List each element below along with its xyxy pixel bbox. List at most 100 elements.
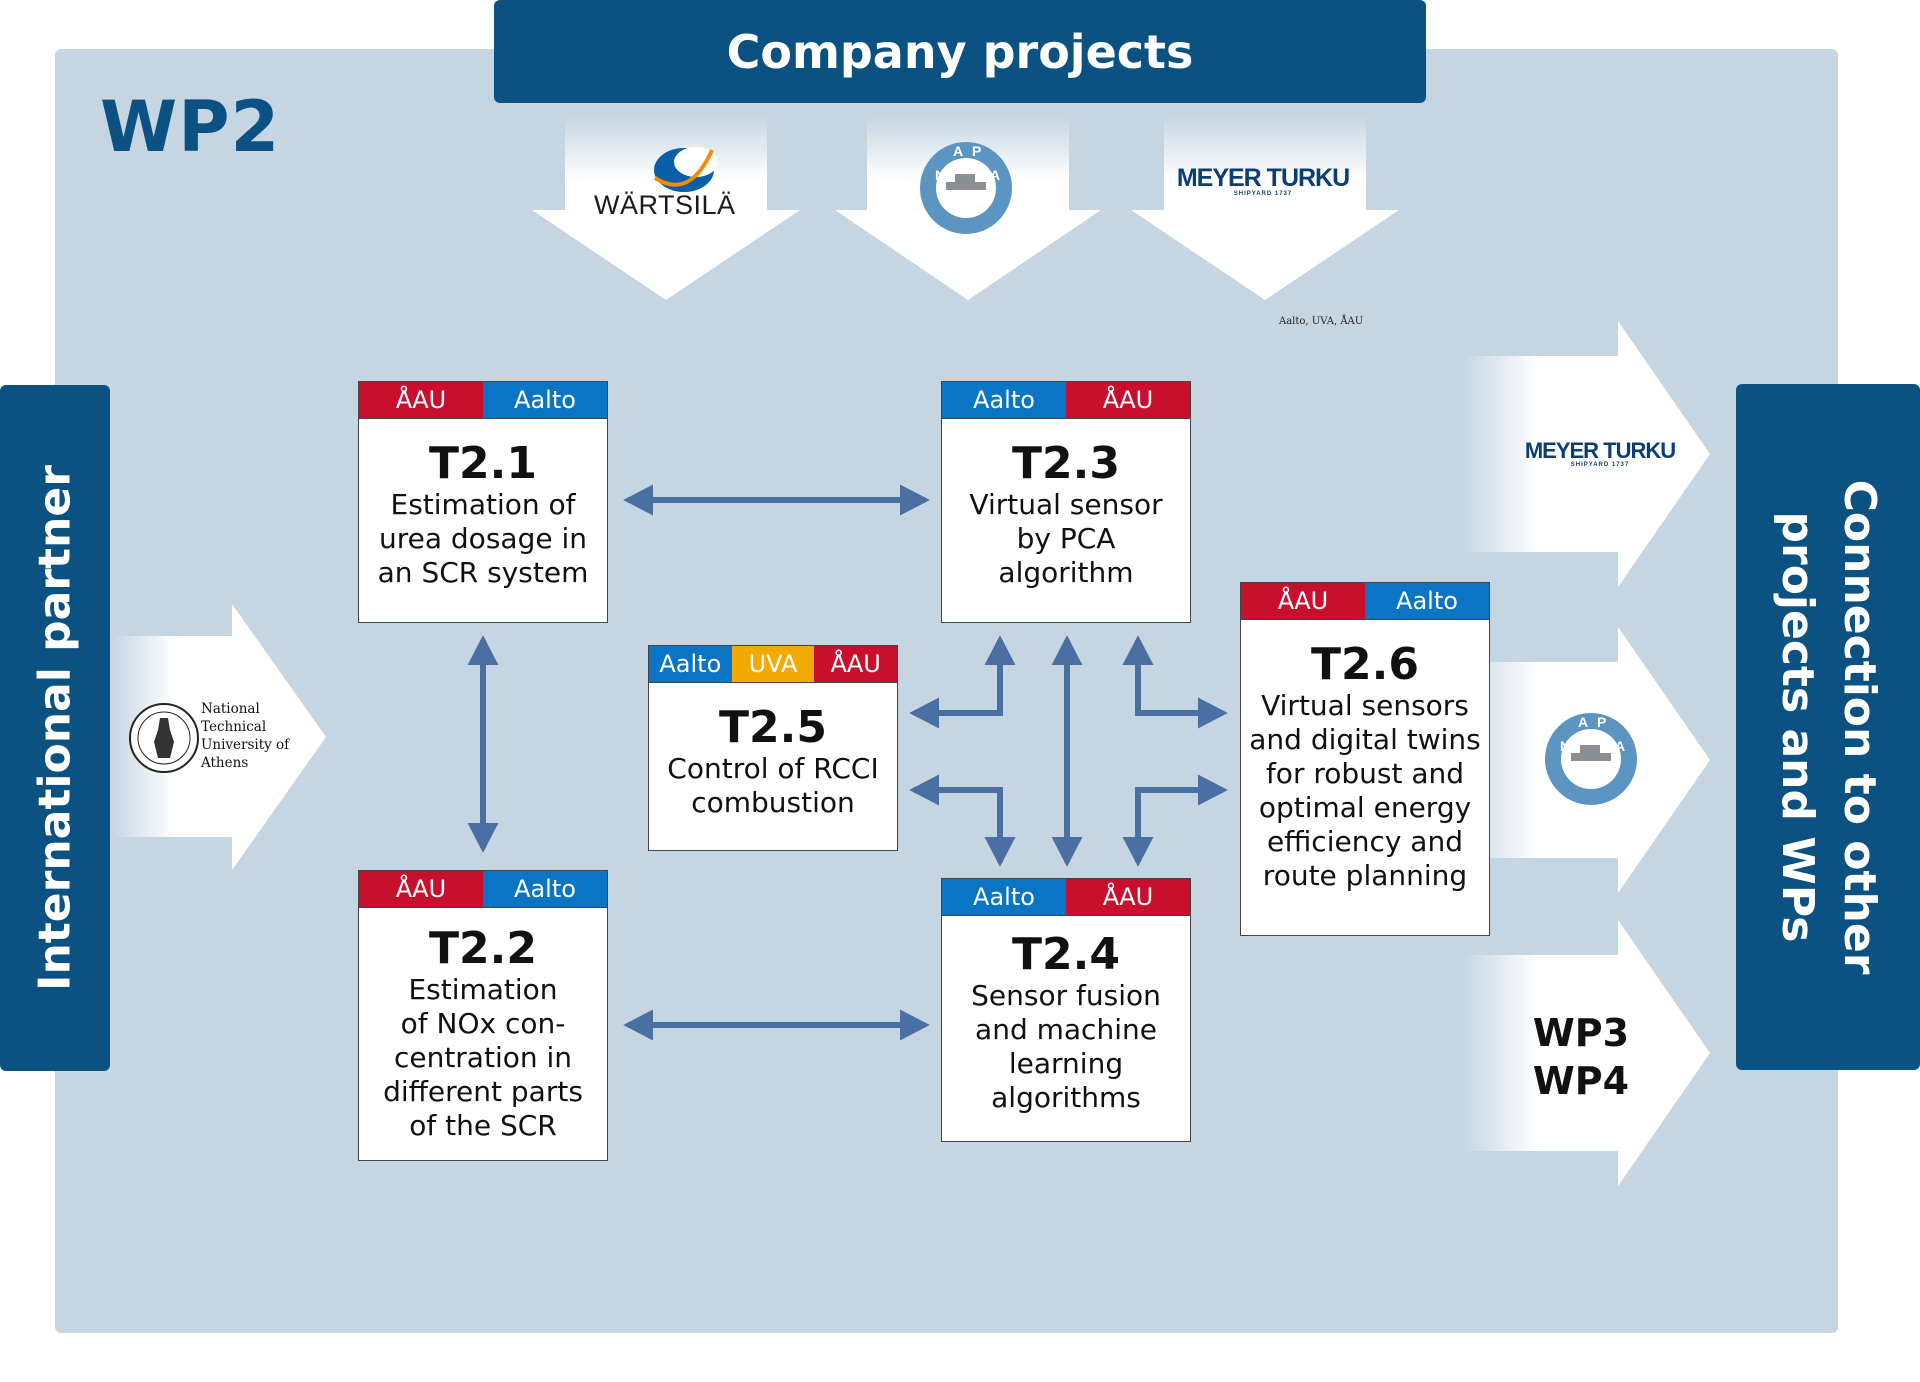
svg-text:A: A	[1578, 714, 1588, 730]
svg-text:N: N	[935, 167, 945, 183]
desc-line: route planning	[1262, 859, 1468, 892]
task-description: Estimation of NOx con- centration in dif…	[359, 973, 607, 1143]
connection-label: Connection to other projects and WPs	[1766, 480, 1890, 975]
task-id: T2.2	[429, 923, 537, 974]
tag-aalto: Aalto	[942, 879, 1066, 915]
desc-line: optimal energy	[1258, 791, 1472, 824]
meyer-turku-subline: SHIPYARD 1737	[1233, 191, 1293, 197]
meyer-turku-logo: MEYER TURKU SHIPYARD 1737	[1168, 164, 1358, 197]
napa-logo: N A P A	[920, 142, 1012, 234]
task-description: Virtual sensors and digital twins for ro…	[1241, 689, 1489, 893]
connection-label-line1: Connection to other	[1834, 479, 1885, 975]
desc-line: of NOx con-	[400, 1007, 566, 1040]
t23-t25-arrow	[909, 635, 1016, 729]
meyer-output-arrow	[1462, 321, 1710, 587]
task-description: Virtual sensor by PCA algorithm	[942, 488, 1190, 590]
desc-line: learning	[1008, 1047, 1124, 1080]
connectors	[467, 484, 1228, 1041]
wartsila-arrow	[532, 115, 800, 300]
svg-text:P: P	[972, 143, 981, 159]
task-t24: Aalto ÅAU T2.4 Sensor fusion and machine…	[941, 878, 1191, 1142]
meyer-arrow	[1131, 115, 1399, 300]
desc-line: urea dosage in	[378, 522, 587, 555]
task-description: Estimation of urea dosage in an SCR syst…	[359, 488, 607, 590]
international-partner-label: International partner	[29, 465, 81, 991]
desc-line: and machine	[975, 1013, 1157, 1046]
svg-text:A: A	[1615, 738, 1625, 754]
desc-line: Sensor fusion	[971, 979, 1161, 1012]
desc-line: Virtual sensor	[969, 488, 1163, 521]
connection-banner	[1736, 384, 1920, 1070]
task-description: Sensor fusion and machine learning algor…	[942, 979, 1190, 1115]
wp3-label: WP3	[1532, 1011, 1630, 1055]
task-tags: Aalto ÅAU	[942, 382, 1190, 419]
ntua-line: Athens	[201, 755, 249, 771]
svg-text:A: A	[953, 143, 963, 159]
meyer-turku-output-subline: SHIPYARD 1737	[1570, 462, 1630, 468]
ntua-seal-icon	[129, 703, 199, 773]
output-wps: WP3 WP4	[1486, 1009, 1676, 1105]
svg-text:A: A	[990, 167, 1000, 183]
international-partner-banner	[0, 385, 110, 1071]
task-tags: ÅAU Aalto	[359, 871, 607, 908]
tag-aalto: Aalto	[483, 382, 607, 418]
desc-line: Estimation	[408, 973, 558, 1006]
task-id: T2.4	[1012, 929, 1120, 980]
desc-line: efficiency and	[1267, 825, 1463, 858]
task-t21: ÅAU Aalto T2.1 Estimation of urea dosage…	[358, 381, 608, 623]
desc-line: Control of RCCI	[667, 752, 879, 785]
napa-output-logo: N A P A	[1545, 713, 1637, 805]
meyer-turku-output-wordmark: MEYER TURKU	[1524, 438, 1676, 463]
task-tags: Aalto UVA ÅAU	[649, 646, 898, 683]
meyer-turku-output-logo: MEYER TURKU SHIPYARD 1737	[1505, 438, 1695, 468]
task-tags: ÅAU Aalto	[359, 382, 607, 419]
tag-aau: ÅAU	[814, 646, 898, 682]
tag-aau: ÅAU	[359, 871, 483, 907]
task-tags: ÅAU Aalto	[1241, 583, 1489, 620]
svg-text:P: P	[1597, 714, 1606, 730]
connection-label-line2: projects and WPs	[1772, 511, 1823, 943]
desc-line: different parts	[383, 1075, 583, 1108]
task-id: T2.1	[429, 438, 537, 489]
task-id: T2.3	[1012, 438, 1120, 489]
task-t22: ÅAU Aalto T2.2 Estimation of NOx con- ce…	[358, 870, 608, 1161]
task-tags: Aalto ÅAU	[942, 879, 1190, 916]
tag-aau: ÅAU	[1241, 583, 1365, 619]
wp2-title: WP2	[100, 86, 281, 168]
company-projects-banner: Company projects	[494, 0, 1426, 103]
ntua-name: National Technical University of Athens	[201, 700, 289, 772]
tag-uva: UVA	[731, 646, 815, 682]
desc-line: for robust and	[1265, 757, 1465, 790]
wartsila-logo	[653, 147, 718, 192]
desc-line: and digital twins	[1249, 723, 1481, 756]
svg-text:N: N	[1560, 738, 1570, 754]
task-id: T2.6	[1311, 639, 1419, 690]
task-t25: Aalto UVA ÅAU T2.5 Control of RCCI combu…	[648, 645, 898, 851]
meyer-turku-wordmark: MEYER TURKU	[1176, 164, 1350, 192]
t23-t26-arrow	[1122, 635, 1228, 729]
desc-line: combustion	[691, 786, 855, 819]
tag-aau: ÅAU	[359, 382, 483, 418]
tag-aalto: Aalto	[942, 382, 1066, 418]
ntua-line: Technical	[201, 719, 267, 735]
task-t23: Aalto ÅAU T2.3 Virtual sensor by PCA alg…	[941, 381, 1191, 623]
wp-output-arrow	[1462, 920, 1710, 1186]
company-note: Aalto, UVA, ÅAU	[1279, 316, 1364, 327]
ntua-line: University of	[201, 737, 290, 753]
ntua-line: National	[201, 701, 260, 717]
desc-line: of the SCR	[409, 1109, 557, 1142]
task-t26: ÅAU Aalto T2.6 Virtual sensors and digit…	[1240, 582, 1490, 936]
desc-line: centration in	[393, 1041, 573, 1074]
desc-line: an SCR system	[377, 556, 589, 589]
wp4-label: WP4	[1532, 1059, 1630, 1103]
tag-aalto: Aalto	[483, 871, 607, 907]
task-id: T2.5	[719, 702, 827, 753]
task-description: Control of RCCI combustion	[649, 752, 897, 820]
t24-t26-arrow	[1122, 774, 1228, 867]
tag-aau: ÅAU	[1066, 879, 1190, 915]
desc-line: by PCA	[1016, 522, 1116, 555]
desc-line: Estimation of	[390, 488, 576, 521]
tag-aalto: Aalto	[1365, 583, 1489, 619]
desc-line: algorithms	[991, 1081, 1141, 1114]
